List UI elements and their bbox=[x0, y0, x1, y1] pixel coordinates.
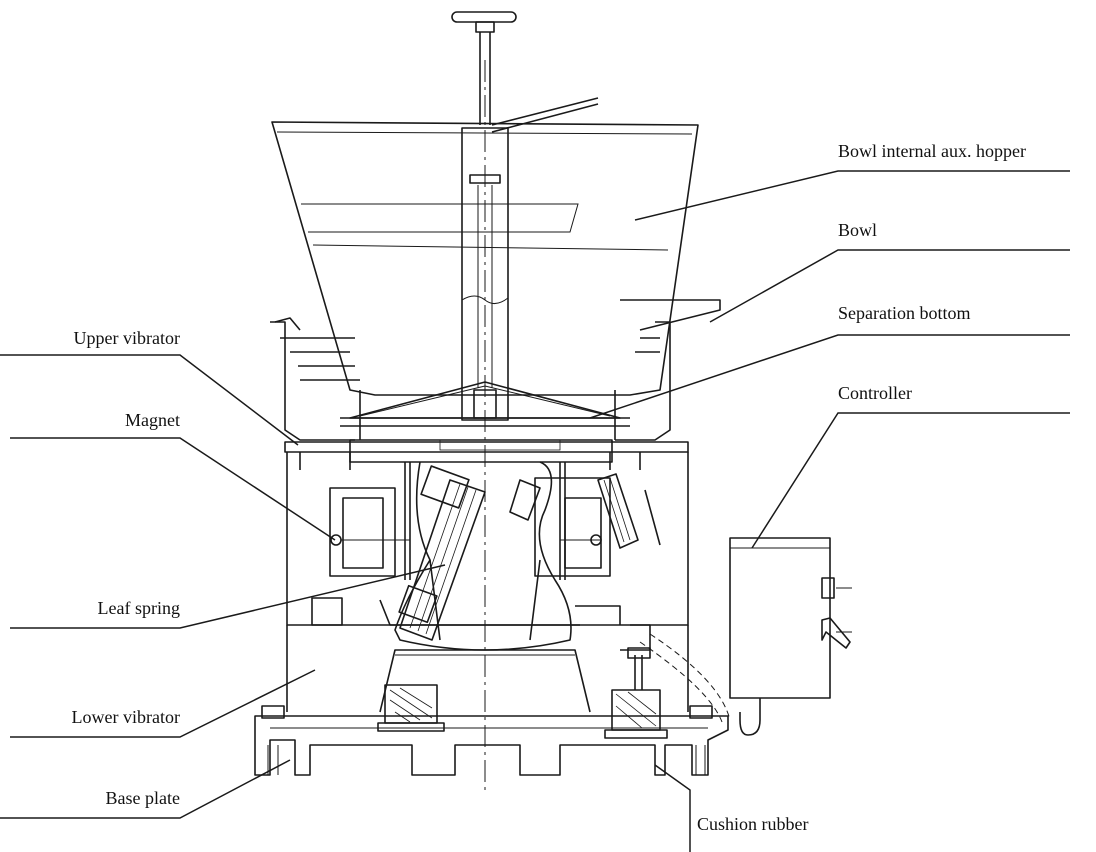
leader-leaf-spring bbox=[10, 564, 446, 629]
leader-lines bbox=[0, 170, 1070, 852]
leader-controller bbox=[751, 412, 1070, 549]
label-magnet: Magnet bbox=[125, 410, 180, 430]
label-leaf-spring: Leaf spring bbox=[98, 598, 180, 618]
leader-separation-bottom bbox=[589, 334, 1070, 419]
separation-bottom bbox=[340, 381, 630, 427]
leader-upper-vibrator bbox=[0, 354, 299, 446]
central-column bbox=[461, 127, 509, 421]
leader-base-plate bbox=[0, 759, 291, 819]
leader-lower-vibrator bbox=[10, 669, 316, 738]
label-bowl-hopper: Bowl internal aux. hopper bbox=[838, 141, 1026, 161]
aux-hopper bbox=[271, 121, 699, 396]
label-lower-vibrator: Lower vibrator bbox=[72, 707, 180, 727]
leaf-springs bbox=[398, 465, 661, 641]
lower-vibrator-body bbox=[286, 597, 689, 713]
labels: Bowl internal aux. hopper Bowl Separatio… bbox=[72, 141, 1026, 834]
label-bowl: Bowl bbox=[838, 220, 877, 240]
inner-mount bbox=[379, 461, 580, 651]
adjustment-knob bbox=[451, 11, 599, 133]
leader-bowl-hopper bbox=[634, 170, 1070, 221]
magnets bbox=[329, 477, 611, 577]
cushion-rubbers bbox=[377, 647, 668, 739]
base-plate bbox=[254, 705, 729, 776]
label-base-plate: Base plate bbox=[106, 788, 180, 808]
leader-bowl bbox=[709, 249, 1070, 323]
label-separation-bottom: Separation bottom bbox=[838, 303, 970, 323]
leader-cushion-rubber bbox=[654, 764, 691, 852]
controller-box bbox=[639, 537, 852, 736]
machine-drawing bbox=[254, 11, 852, 795]
label-cushion-rubber: Cushion rubber bbox=[697, 814, 809, 834]
label-upper-vibrator: Upper vibrator bbox=[74, 328, 180, 348]
bowl bbox=[270, 299, 721, 441]
label-controller: Controller bbox=[838, 383, 912, 403]
leader-magnet bbox=[10, 437, 336, 541]
